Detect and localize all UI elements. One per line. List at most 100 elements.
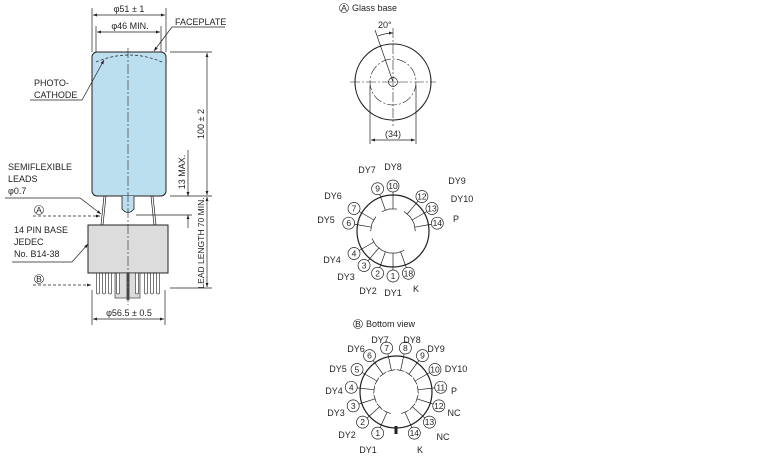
bottom-view-pin-label: DY10 — [445, 364, 468, 374]
glass-base-angle: 20° — [378, 20, 392, 30]
base-pin — [150, 272, 154, 295]
bottom-view-lead — [417, 387, 432, 391]
glass-base-pin-circle — [371, 266, 384, 280]
bottom-view-pin-circle — [416, 349, 429, 362]
base-pin — [102, 272, 106, 295]
bottom-view-electrode — [376, 403, 383, 410]
glass-base-pin-number: 2 — [375, 268, 380, 278]
glass-base-pin-number: 13 — [427, 204, 437, 214]
bottom-view-electrode — [415, 394, 419, 403]
bottom-view-electrode — [412, 377, 418, 385]
glass-base-pin-circle — [371, 182, 384, 196]
base-pins — [96, 272, 160, 300]
bottom-view-pin-label: NC — [437, 432, 450, 442]
bottom-view-pin-circle — [371, 426, 385, 440]
center-pin — [126, 273, 130, 300]
bottom-view-electrode — [374, 377, 380, 385]
dim-13-max: 13 MAX. — [177, 155, 187, 190]
dim-outer-diameter: φ51 ± 1 — [114, 4, 145, 14]
glass-base-electrode — [381, 249, 390, 254]
bottom-view-electrode — [387, 369, 396, 372]
bottom-view-pin-label: DY5 — [329, 364, 347, 374]
bottom-view-title: Bottom view — [366, 319, 416, 329]
glass-base-electrode — [371, 216, 377, 224]
glass-base-pin-circle — [430, 216, 444, 230]
bottom-view-lead — [408, 362, 418, 375]
bottom-view-pin-number: 10 — [430, 365, 440, 375]
base-pin — [116, 272, 120, 295]
bottom-view-lead — [388, 356, 392, 371]
glass-base-lead — [400, 251, 406, 265]
glass-base-pin-circle — [386, 179, 400, 193]
photocathode-label-1: PHOTO- — [34, 78, 69, 88]
glass-base-pin-label: DY8 — [384, 162, 402, 172]
bottom-view-pin-label: DY4 — [325, 386, 343, 396]
bottom-view-electrode — [373, 385, 375, 394]
glass-base-electrode — [403, 211, 411, 217]
bottom-view-lead — [361, 398, 376, 404]
glass-base-pin-number: 7 — [352, 204, 357, 214]
bottom-view-pin-number: 9 — [420, 351, 425, 361]
glass-base-lead — [411, 212, 425, 221]
bottom-view-lead — [360, 387, 375, 391]
glass-base-pin-circle — [415, 190, 429, 203]
bottom-view-pin-circle — [380, 341, 393, 355]
bottom-view-lead — [369, 406, 380, 417]
bottom-view-lead — [374, 362, 384, 375]
bottom-view-electrode — [405, 371, 413, 377]
faceplate-label: FACEPLATE — [175, 17, 226, 27]
glass-base-pin-number: 12 — [417, 192, 427, 202]
glass-base-pin-label: DY3 — [337, 272, 355, 282]
glass-base-pin-label: K — [413, 284, 419, 294]
bottom-view-pin-number: 8 — [403, 343, 408, 353]
dim-base-diameter: φ56.5 ± 0.5 — [106, 308, 152, 318]
glass-base-lead — [414, 224, 429, 228]
leads-label-1: SEMIFLEXIBLE — [8, 162, 72, 172]
glass-base-pin-number: 3 — [362, 260, 367, 270]
bottom-view-pin-circle — [346, 399, 360, 413]
bottom-view-pin-number: 14 — [410, 428, 420, 438]
base-label-1: 14 PIN BASE — [14, 225, 68, 235]
glass-base-pin-circle — [425, 202, 439, 215]
glass-base-pin-label: DY5 — [317, 215, 335, 225]
base-label-2: JEDEC — [14, 237, 44, 247]
bottom-view-pin-circle — [350, 363, 364, 376]
bottom-view-pin-number: 5 — [355, 365, 360, 375]
bottom-view-pin-circle — [399, 341, 412, 355]
bottom-view-lead — [400, 356, 404, 371]
bottom-view-electrode — [383, 410, 391, 415]
base-pin — [108, 272, 112, 295]
dim-lead-length: LEAD LENGTH 70 MIN. — [196, 197, 206, 288]
bottom-view-pin-label: P — [451, 386, 457, 396]
bottom-view-pin-label: DY9 — [427, 344, 445, 354]
bottom-view-pin-label: K — [417, 445, 423, 455]
glass-base-pin-number: 6 — [346, 218, 351, 228]
glass-base-lead — [369, 247, 380, 259]
glass-base-dim: (34) — [385, 129, 401, 139]
glass-base-pin-label: DY2 — [359, 286, 377, 296]
bottom-view-pin-number: 11 — [436, 382, 445, 392]
photocathode-arc — [95, 54, 163, 63]
photocathode-label-2: CATHODE — [34, 90, 77, 100]
bottom-view-pin-circle — [432, 399, 446, 413]
bottom-view-pin-circle — [407, 426, 421, 440]
key-mark — [394, 426, 398, 434]
glass-base-electrode — [375, 245, 383, 251]
bottom-view-pin-label: NC — [448, 408, 461, 418]
glass-base-marker: A — [341, 3, 347, 13]
bottom-view-pin-number: 3 — [351, 401, 356, 411]
bottom-view-pin-circle — [428, 363, 442, 376]
bottom-view-pin-label: DY3 — [327, 408, 345, 418]
glass-base-pin-circle — [386, 269, 400, 283]
bottom-view-pin-circle — [344, 380, 358, 394]
bottom-view-pin-circle — [356, 415, 369, 429]
glass-base-pin-number: 4 — [352, 249, 357, 259]
glass-base-pin-circle — [357, 259, 371, 272]
glass-base-electrode — [371, 238, 377, 246]
marker-b: B — [36, 274, 42, 284]
bottom-view-pin-number: 2 — [360, 417, 365, 427]
glass-base-pin-label: P — [453, 214, 459, 224]
bottom-view-marker: B — [355, 319, 361, 329]
